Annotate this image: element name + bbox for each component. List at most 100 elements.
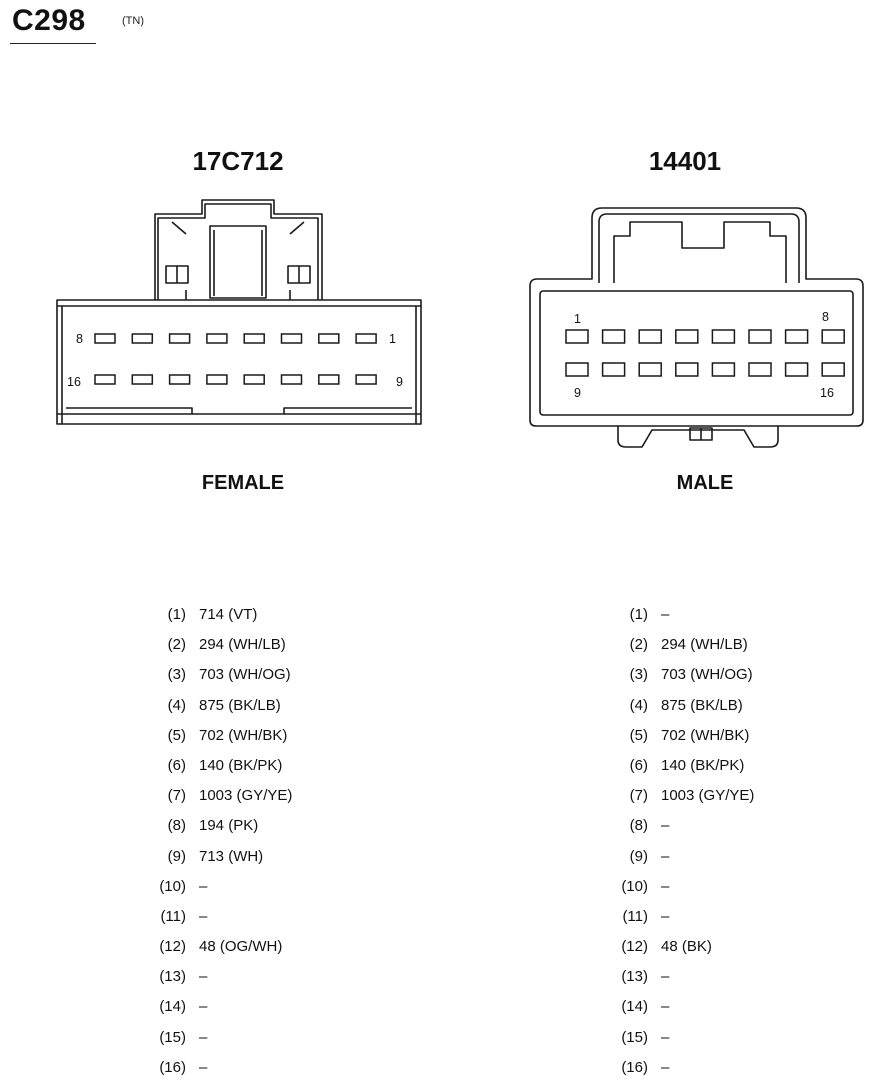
pin-cavity	[565, 329, 589, 344]
male-connector-face	[529, 207, 864, 448]
pin-number: (15)	[621, 1028, 648, 1046]
pin-cavity	[206, 374, 228, 385]
pin-number: (9)	[629, 847, 648, 865]
pin-number: (12)	[159, 938, 186, 956]
pin-circuit: 714 (VT)	[199, 606, 258, 623]
pin-cavity	[131, 374, 154, 385]
pin-number: (1)	[629, 606, 648, 623]
pin-cavity	[711, 362, 736, 377]
pin-circuit: 703 (WH/OG)	[661, 666, 753, 684]
pin-cavity	[638, 362, 662, 377]
pin-cavity	[318, 374, 340, 385]
pin-cavity	[94, 374, 116, 385]
pin-circuit: –	[661, 1058, 670, 1076]
pin-number: (4)	[167, 696, 186, 714]
pin-cavity	[206, 333, 228, 344]
pin-number: (3)	[629, 666, 648, 684]
pin-number: (12)	[621, 938, 648, 956]
pin-circuit: 702 (WH/BK)	[661, 726, 750, 744]
male-pin-label-bottom-left: 9	[574, 386, 581, 400]
pin-number: (2)	[167, 636, 186, 654]
pin-number: (3)	[167, 666, 186, 684]
pin-cavity	[638, 329, 662, 344]
pin-circuit: 294 (WH/LB)	[661, 636, 748, 654]
pin-circuit: –	[661, 877, 670, 895]
title-underline	[10, 43, 96, 44]
pin-cavity	[243, 333, 265, 344]
pin-number: (14)	[159, 998, 186, 1016]
pin-circuit: 294 (WH/LB)	[199, 636, 286, 654]
female-pin-label-top-left: 8	[76, 332, 83, 346]
pin-cavity	[748, 329, 772, 344]
connector-subtitle: (TN)	[122, 15, 144, 27]
pin-cavity	[821, 329, 845, 344]
pin-circuit: 1003 (GY/YE)	[199, 787, 293, 805]
pin-circuit: –	[661, 998, 670, 1016]
pin-number: (7)	[167, 787, 186, 805]
female-pin-label-bottom-right: 9	[396, 375, 403, 389]
pin-cavity	[280, 374, 303, 385]
pin-number: (5)	[167, 726, 186, 744]
pin-cavity	[168, 333, 191, 344]
female-pin-label-bottom-left: 16	[67, 375, 81, 389]
pin-cavity	[601, 329, 626, 344]
pin-number: (8)	[167, 817, 186, 835]
pin-circuit: 140 (BK/PK)	[199, 756, 283, 774]
female-gender-label: FEMALE	[201, 472, 285, 494]
pin-circuit: 48 (OG/WH)	[199, 938, 283, 956]
male-part-number: 14401	[648, 146, 722, 176]
pin-number: (13)	[621, 968, 648, 986]
pin-circuit: 703 (WH/OG)	[199, 666, 291, 684]
pin-number: (16)	[621, 1058, 648, 1076]
pin-circuit: –	[661, 968, 670, 986]
pin-number: (11)	[622, 907, 648, 925]
female-pin-label-top-right: 1	[389, 332, 396, 346]
pin-number: (1)	[167, 606, 186, 623]
male-pin-cavities	[565, 329, 845, 377]
pin-cavity	[784, 329, 809, 344]
pin-circuit: 194 (PK)	[199, 817, 259, 835]
pin-circuit: 140 (BK/PK)	[661, 756, 745, 774]
pin-cavity	[168, 374, 191, 385]
pin-circuit: –	[661, 907, 670, 925]
pin-circuit: 875 (BK/LB)	[199, 696, 281, 714]
pin-number: (9)	[167, 847, 186, 865]
pin-circuit: –	[661, 606, 670, 623]
male-pin-label-top-left: 1	[574, 312, 581, 326]
pin-circuit: 875 (BK/LB)	[661, 696, 743, 714]
male-pin-label-bottom-right: 16	[820, 386, 834, 400]
pin-circuit: 48 (BK)	[661, 938, 712, 956]
pin-number: (7)	[629, 787, 648, 805]
pin-number: (16)	[159, 1058, 186, 1076]
pin-cavity	[355, 333, 377, 344]
pin-number: (8)	[629, 817, 648, 835]
pin-cavity	[711, 329, 736, 344]
connector-face-diagrams	[56, 199, 864, 448]
pin-cavity	[131, 333, 154, 344]
pin-number: (4)	[629, 696, 648, 714]
pin-circuit: –	[199, 968, 208, 986]
pin-number: (5)	[629, 726, 648, 744]
pin-number: (11)	[160, 907, 186, 925]
pin-circuit: –	[661, 847, 670, 865]
female-connector-face	[56, 199, 422, 425]
pin-circuit: –	[199, 998, 208, 1016]
pin-cavity	[280, 333, 303, 344]
pin-cavity	[675, 329, 699, 344]
female-pin-cavities	[94, 333, 377, 385]
pin-number: (10)	[159, 877, 186, 895]
pin-cavity	[243, 374, 265, 385]
pin-circuit: –	[199, 1058, 208, 1076]
pin-cavity	[821, 362, 845, 377]
pin-cavity	[565, 362, 589, 377]
male-gender-label: MALE	[676, 472, 734, 494]
pin-circuit: 1003 (GY/YE)	[661, 787, 755, 805]
pin-cavity	[355, 374, 377, 385]
pin-circuit: –	[661, 817, 670, 835]
pin-circuit: –	[199, 907, 208, 925]
pin-circuit: –	[199, 1028, 208, 1046]
pin-cavity	[318, 333, 340, 344]
female-part-number: 17C712	[192, 146, 284, 176]
pin-number: (15)	[159, 1028, 186, 1046]
pin-number: (10)	[621, 877, 648, 895]
